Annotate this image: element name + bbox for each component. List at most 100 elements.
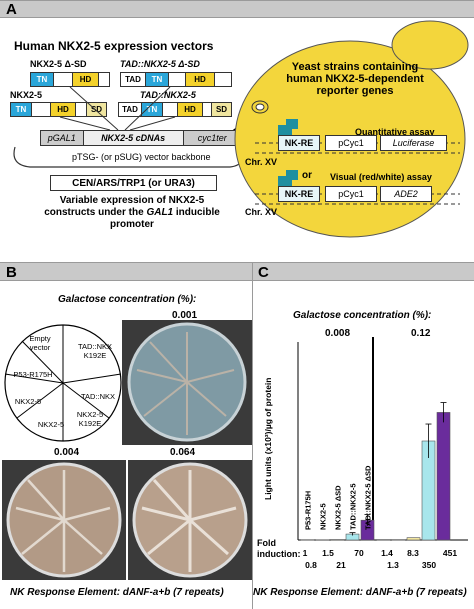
b-conc-bl: 0.004: [54, 447, 80, 458]
c-conc-high: 0.12: [411, 328, 431, 339]
panel-a-label: A: [6, 1, 17, 18]
key-tad-nkx-k192e: TAD::NKX K192E: [77, 342, 113, 360]
panel-a-header: A: [0, 0, 474, 18]
bar-0.008-1: [315, 539, 330, 541]
backbone-label: pTSG- (or pSUG) vector backbone: [72, 152, 211, 162]
expression-cassette: pGAL1 NKX2-5 cDNAs cyc1ter: [40, 130, 242, 146]
category-label-4: TAD::NKX2-5 ΔSD: [364, 465, 373, 530]
b-conc-top: 0.001: [172, 310, 198, 321]
construct-tad-nkx-label: TAD::NKX2-5: [140, 90, 196, 100]
pcyc1-box-1: pCyc1: [325, 135, 377, 151]
b-response-element: NK Response Element: dANF-a+b (7 repeats…: [10, 587, 224, 598]
fold-bottom-2: 1.3: [387, 560, 399, 570]
fold-label-1: Fold: [257, 538, 276, 548]
or-label: or: [302, 170, 312, 181]
construct-nkx-dsd: TN HD: [30, 72, 110, 87]
yeast-title-line2: human NKX2-5-dependent: [286, 73, 424, 85]
yeast-title-line3: reporter genes: [316, 85, 394, 97]
c-conc-low: 0.008: [325, 328, 351, 339]
bar-0.12-0: [376, 539, 391, 541]
category-label-3: TAD::NKX2-5: [349, 483, 358, 530]
nk-re-box-2: NK-RE: [278, 186, 320, 202]
b-conc-br: 0.064: [170, 447, 196, 458]
panel-bc-header: B C: [0, 262, 474, 281]
category-label-1: NKX2-5: [319, 503, 328, 530]
nkx-protein-icon: [278, 119, 298, 188]
cdna-element: NKX2-5 cDNAs: [101, 133, 166, 143]
sd-segment: SD: [212, 103, 231, 116]
fold-top-2: 70: [354, 548, 364, 558]
strain-key-diagram: [4, 324, 122, 442]
fold-label-2: induction:: [257, 549, 301, 559]
panel-b-label: B: [6, 264, 17, 281]
tad-segment: TAD: [121, 73, 146, 86]
nk-re-box-1: NK-RE: [278, 135, 320, 151]
panel-b: Galactose concentration (%): 0.001 0.004…: [0, 280, 252, 609]
c-galactose-title: Galactose concentration (%):: [293, 310, 432, 321]
fold-top-4: 451: [443, 548, 457, 558]
tn-segment: TN: [31, 73, 54, 86]
construct-nkx: TN HD SD: [10, 102, 107, 117]
construct-tad-nkx-dsd: TAD TN HD: [120, 72, 232, 87]
fold-top-1: 1.5: [322, 548, 334, 558]
key-nkx-b: NKX2-5: [14, 397, 42, 406]
ade2-box: ADE2: [380, 186, 432, 202]
pcyc1-box-2: pCyc1: [325, 186, 377, 202]
construct-tad-nkx: TAD TN HD SD: [118, 102, 232, 117]
bar-0.12-2: [406, 537, 421, 541]
bar-0.12-1: [391, 539, 406, 541]
chr-label-1: Chr. XV: [245, 157, 278, 167]
caption-line3: promoter: [110, 219, 154, 230]
tn-segment: TN: [146, 73, 169, 86]
cyc1ter-element: cyc1ter: [182, 131, 241, 145]
tn-segment: TN: [11, 103, 32, 116]
hd-segment: HD: [51, 103, 76, 116]
petri-dish-bottom-right: [128, 460, 252, 580]
bar-0.008-2: [330, 539, 345, 541]
fold-bottom-3: 350: [422, 560, 436, 570]
panel-divider: [252, 262, 253, 609]
caption-line2b: inducible: [175, 207, 220, 218]
panel-c-label: C: [258, 264, 269, 281]
hd-segment: HD: [178, 103, 203, 116]
fold-top-0: 1: [303, 548, 308, 558]
chr-label-2: Chr. XV: [245, 207, 278, 217]
fold-label: Fold induction:: [257, 538, 301, 560]
caption-line2: constructs under the: [44, 207, 144, 218]
key-p53: P53-R175H: [13, 370, 53, 379]
tn-segment: TN: [142, 103, 163, 116]
vectors-title: Human NKX2-5 expression vectors: [14, 39, 214, 53]
yeast-title-line1: Yeast strains containing: [291, 61, 419, 73]
construct-nkx-label: NKX2-5: [10, 90, 43, 100]
key-nkx-k192e: NKX2-5 K192E: [76, 410, 104, 428]
petri-dish-bottom-left: [2, 460, 126, 580]
vector-caption: Variable expression of NKX2-5 constructs…: [22, 195, 242, 231]
pgal1-element: pGAL1: [41, 131, 84, 145]
category-label-0: P53-R175H: [304, 491, 313, 530]
hd-segment: HD: [186, 73, 215, 86]
fold-top-extra: 1.4: [381, 548, 393, 558]
b-galactose-title: Galactose concentration (%):: [58, 294, 197, 305]
visual-assay-label: Visual (red/white) assay: [330, 172, 432, 182]
key-tad-nkx: TAD::NKX: [80, 392, 116, 401]
quant-assay-label: Quantitative assay: [355, 127, 435, 137]
construct-nkx-dsd-label: NKX2-5 Δ-SD: [30, 59, 87, 69]
hd-segment: HD: [73, 73, 99, 86]
panel-c: Galactose concentration (%): 0.008 0.12 …: [253, 280, 474, 609]
category-label-2: NKX2-5 ΔSD: [334, 485, 343, 530]
cen-box: CEN/ARS/TRP1 (or URA3): [50, 175, 217, 191]
panel-a: Human NKX2-5 expression vectors NKX2-5 Δ…: [0, 17, 474, 250]
luciferase-bar-chart: P53-R175H NKX2-5 NKX2-5 ΔSD TAD::NKX2-5 TAD:…: [297, 337, 468, 570]
fold-top-3: 8.3: [407, 548, 419, 558]
key-nkx-a: NKX2-5: [37, 420, 65, 429]
luciferase-box: Luciferase: [380, 135, 447, 151]
caption-line1: Variable expression of NKX2-5: [59, 195, 205, 206]
bar-0.12-4: [436, 412, 451, 541]
bar-0.008-0: [300, 539, 315, 541]
tad-segment: TAD: [119, 103, 142, 116]
construct-tad-nkx-dsd-label: TAD::NKX2-5 Δ-SD: [120, 59, 200, 69]
key-empty-vector: Empty vector: [29, 334, 51, 352]
c-response-element: NK Response Element: dANF-a+b (7 repeats…: [253, 587, 467, 598]
petri-dish-top: [122, 320, 252, 445]
yeast-title: Yeast strains containing human NKX2-5-de…: [270, 61, 440, 97]
